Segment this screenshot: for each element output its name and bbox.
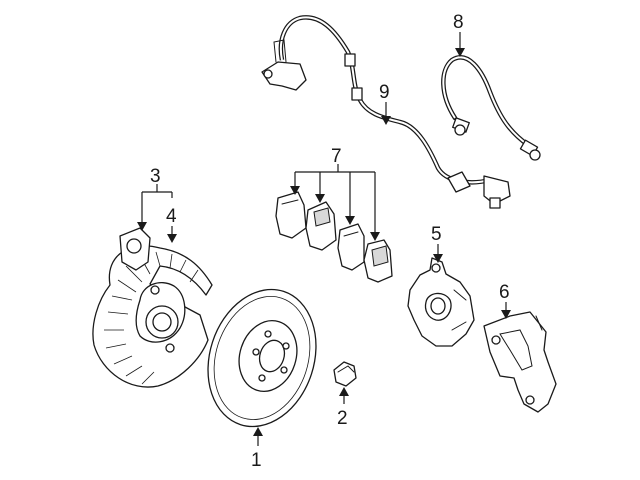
brake-pad-3	[337, 223, 365, 271]
brake-pad-1	[275, 191, 307, 239]
callout-8: 8	[453, 12, 464, 33]
callout-7: 7	[331, 146, 342, 167]
callout-3: 3	[150, 166, 161, 187]
brake-caliper[interactable]	[407, 257, 475, 347]
lug-nut[interactable]	[333, 361, 357, 387]
brake-pad-2	[305, 201, 337, 251]
brake-hose[interactable]	[441, 55, 541, 161]
steering-knuckle[interactable]	[119, 227, 186, 353]
callout-9: 9	[379, 82, 390, 103]
caliper-bracket[interactable]	[483, 311, 557, 413]
brake-rotor[interactable]	[191, 275, 333, 440]
callout-6: 6	[499, 282, 510, 303]
callout-2: 2	[337, 408, 348, 429]
brake-pads[interactable]	[275, 191, 393, 283]
callout-4: 4	[166, 206, 177, 227]
callout-5: 5	[431, 224, 442, 245]
leader-lines	[137, 32, 511, 446]
callout-1: 1	[251, 450, 262, 471]
abs-sensor[interactable]	[261, 15, 511, 209]
brake-pad-4	[363, 239, 393, 283]
